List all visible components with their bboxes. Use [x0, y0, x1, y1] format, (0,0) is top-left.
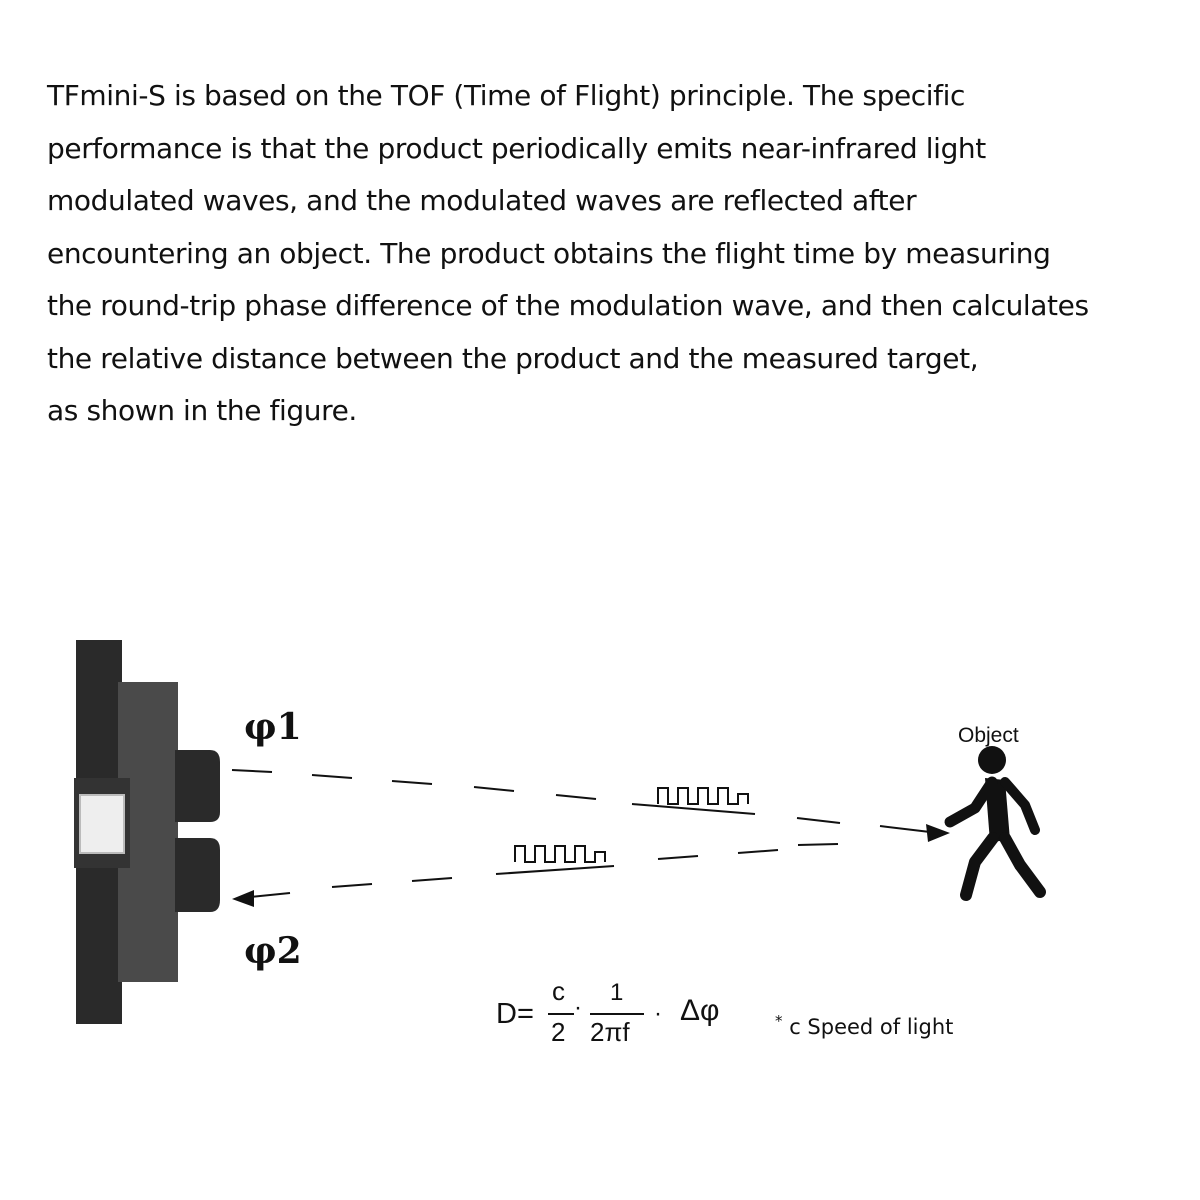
formula-frac1-numerator: c: [552, 976, 565, 1006]
note-text: c Speed of light: [789, 1015, 954, 1039]
object-label: Object: [958, 724, 1019, 747]
intro-line-6: the relative distance between the produc…: [47, 341, 979, 375]
intro-line-3: modulated waves, and the modulated waves…: [47, 184, 917, 217]
intro-line-1: TFmini-S is based on the TOF (Time of Fl…: [47, 79, 965, 112]
formula-lhs: D=: [496, 998, 534, 1030]
sensor-connector: [79, 794, 125, 854]
intro-line-5: the round-trip phase difference of the m…: [47, 289, 1089, 322]
outgoing-square-wave: [657, 787, 749, 805]
formula-dot-1: ·: [574, 994, 582, 1021]
sensor-device: [74, 640, 220, 1024]
intro-line-2: performance is that the product periodic…: [47, 131, 986, 165]
note-asterisk: *: [775, 1012, 783, 1030]
intro-line-7: as shown in the figure.: [47, 394, 357, 427]
sensor-emitter-lens: [175, 750, 220, 822]
formula-delta-phi: Δφ: [680, 994, 720, 1027]
formula-frac2-denominator: 2πf: [590, 1017, 630, 1047]
phi2-label: φ2: [244, 930, 302, 972]
formula-frac1-denominator: 2: [551, 1017, 566, 1047]
sensor-receiver-lens: [175, 838, 220, 912]
returning-arrow-head: [232, 890, 254, 907]
speed-of-light-note: * c Speed of light: [775, 1012, 953, 1039]
returning-square-wave: [514, 845, 606, 863]
walking-person-icon: [944, 746, 1046, 901]
intro-paragraph: TFmini-S is based on the TOF (Time of Fl…: [47, 70, 1167, 438]
outgoing-arrow-head: [926, 824, 950, 842]
formula-dot-2: ·: [654, 1000, 662, 1027]
formula-frac2-numerator: 1: [610, 979, 624, 1006]
phi1-label: φ1: [244, 706, 302, 748]
returning-beam: [249, 843, 839, 898]
outgoing-beam: [231, 769, 931, 833]
intro-line-4: encountering an object. The product obta…: [47, 236, 1051, 270]
